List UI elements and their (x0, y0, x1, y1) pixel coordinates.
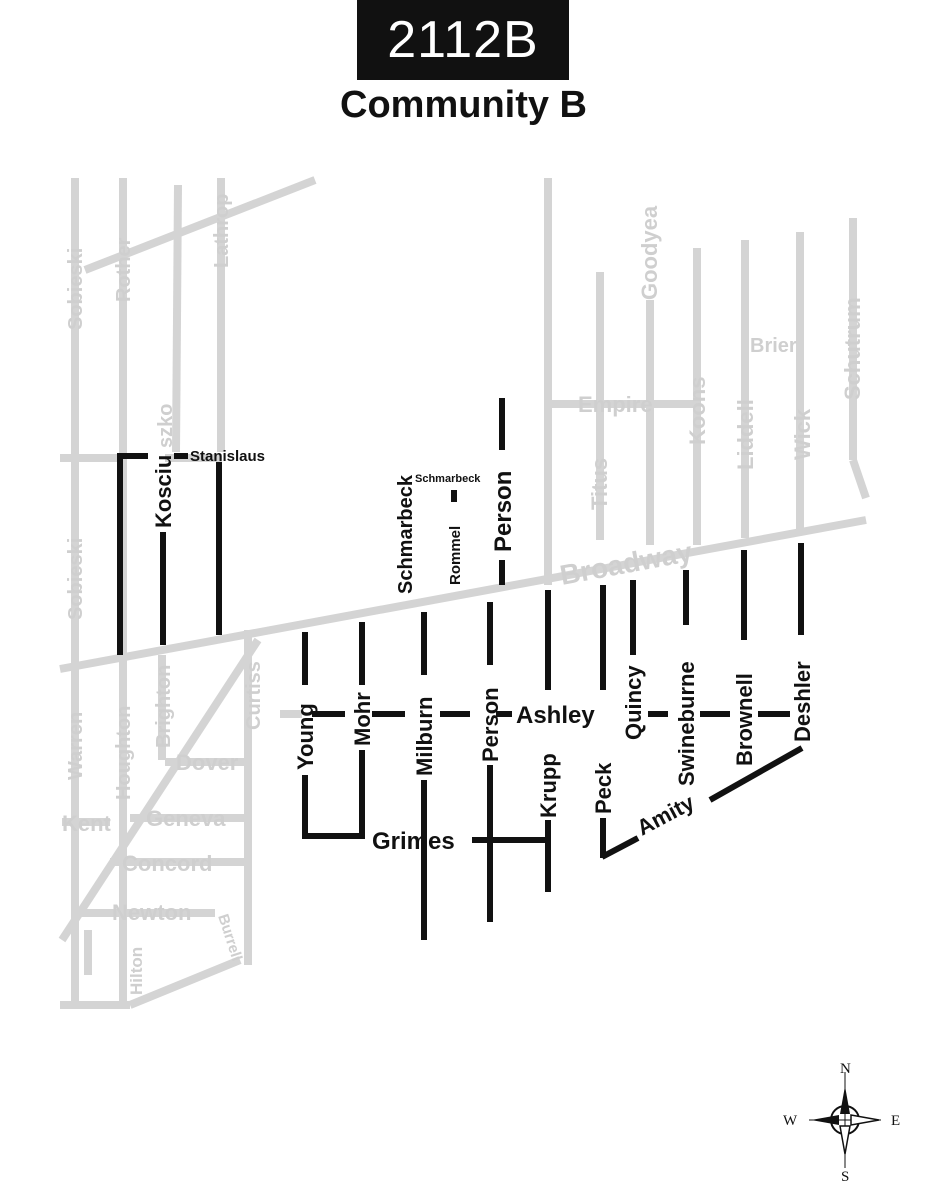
label-brier: Brier (750, 335, 797, 357)
label-concord: Concord (122, 851, 212, 876)
road-broadway (59, 516, 867, 673)
label-goodyear: Goodyea (637, 205, 662, 300)
label-sobieski-south: Sobieski (65, 538, 87, 620)
label-person-south: Person (478, 687, 503, 762)
label-grimes: Grimes (372, 828, 455, 855)
label-milburn: Milburn (412, 697, 437, 776)
compass-point-south (839, 1125, 851, 1155)
compass-north-label: N (840, 1061, 851, 1077)
label-amity: Amity (633, 789, 699, 840)
label-kosciuszko: Kosciu (151, 455, 176, 528)
compass-west-label: W (783, 1113, 798, 1129)
label-sobieski-north: Sobieski (65, 248, 87, 330)
label-schutrum: Schutrum (840, 297, 865, 400)
compass-point-east (850, 1114, 880, 1126)
road-diag-southwest (58, 637, 262, 943)
label-deshler: Deshler (790, 661, 815, 742)
road-schutrum-curve (849, 458, 870, 500)
label-peck: Peck (591, 762, 616, 814)
route-number-badge: 2112B (357, 0, 569, 80)
compass-south-label: S (841, 1169, 849, 1185)
label-geneva: Geneva (146, 806, 226, 831)
label-young: Young (293, 703, 318, 770)
label-rother: Rother (113, 237, 135, 302)
label-burrell: Burrell (214, 912, 245, 963)
label-curtiss: Curtiss (243, 661, 265, 730)
community-title: Community B (340, 84, 587, 126)
compass-east-label: E (891, 1113, 900, 1129)
label-schmarbeck-small: Schmarbeck (415, 473, 481, 485)
compass-point-north (840, 1086, 850, 1114)
label-schmarbeck: Schmarbeck (395, 474, 417, 594)
label-stanislaus: Stanislaus (190, 448, 265, 465)
label-titus: Titus (587, 458, 612, 510)
label-kosciuszko-rest: szko (155, 404, 177, 448)
label-swineburne: Swineburne (674, 661, 699, 786)
label-empire: Empire (578, 392, 653, 417)
road-bottom-diag (128, 956, 242, 1009)
highlighted-labels: Stanislaus Kosciu Schmarbeck Schmarbeck … (151, 448, 815, 855)
route-amity-1 (600, 835, 640, 860)
label-liddell: Liddell (733, 399, 758, 470)
road-diag-northwest (83, 176, 317, 274)
label-brownell: Brownell (732, 673, 757, 766)
label-warren: Warren (65, 712, 87, 780)
label-dover: Dover (176, 750, 239, 775)
label-ashley: Ashley (516, 702, 595, 729)
label-wick: Wick (790, 408, 815, 460)
compass-point-west (811, 1115, 839, 1125)
label-hilton: Hilton (127, 947, 146, 995)
label-newton: Newton (112, 900, 191, 925)
label-mohr: Mohr (350, 692, 375, 746)
label-rommel: Rommel (447, 526, 464, 585)
label-broadway: Broadway (557, 536, 695, 591)
label-brighton: Brighton (153, 665, 175, 748)
label-krupp: Krupp (536, 753, 561, 818)
label-quincy: Quincy (621, 665, 646, 740)
highlighted-roads (117, 398, 804, 940)
compass-rose: N S E W (783, 1061, 900, 1185)
label-houghton: Houghton (113, 706, 135, 800)
route-amity-2 (708, 745, 804, 803)
label-kent: Kent (62, 811, 112, 836)
label-person-north: Person (490, 471, 517, 552)
label-koons: Koons (685, 377, 710, 445)
label-lathrop: Lathrop (211, 194, 233, 268)
background-roads (58, 176, 870, 1009)
